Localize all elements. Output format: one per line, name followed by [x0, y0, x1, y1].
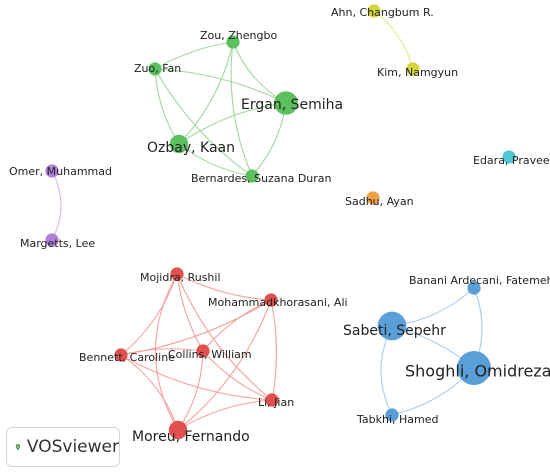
- edge-mohammad-li: [270, 299, 278, 401]
- node-margetts[interactable]: [45, 233, 59, 247]
- node-label-edara: Edara, Praveen: [473, 154, 550, 167]
- edge-bennett-li: [120, 354, 273, 401]
- edge-zuo-bernardes: [154, 68, 253, 177]
- node-label-margetts: Margetts, Lee: [20, 237, 95, 250]
- edge-layer: [51, 10, 483, 431]
- node-label-mojidra: Mojidra, Rushil: [140, 271, 221, 284]
- node-layer: [45, 4, 516, 440]
- vosviewer-logo-text: VOSviewer: [26, 437, 119, 457]
- node-mojidra[interactable]: [170, 267, 184, 281]
- node-label-mohammad: Mohammadkhorasani, Ali: [208, 296, 348, 309]
- node-zuo[interactable]: [148, 62, 162, 76]
- edge-zou-zuo: [154, 41, 234, 70]
- node-ahn[interactable]: [367, 4, 381, 18]
- edge-ahn-kim: [373, 10, 414, 70]
- node-omer[interactable]: [45, 164, 59, 178]
- node-label-tabkhi: Tabkhi, Hamed: [356, 413, 439, 426]
- node-label-shoghli: Shoghli, Omidreza: [405, 362, 550, 381]
- edge-zou-bernardes: [230, 41, 253, 177]
- edge-mojidra-li: [176, 273, 273, 401]
- edge-mojidra-collins: [176, 273, 204, 352]
- vosviewer-logo: VOSviewer: [6, 427, 120, 467]
- node-li[interactable]: [265, 393, 279, 407]
- node-label-moreu: Moreu, Fernando: [132, 429, 250, 445]
- node-ozbay[interactable]: [169, 134, 189, 154]
- node-banani[interactable]: [467, 281, 481, 295]
- node-label-ozbay: Ozbay, Kaan: [147, 140, 235, 156]
- node-label-banani: Banani Ardecani, Fatemeh: [409, 274, 550, 287]
- node-tabkhi[interactable]: [385, 408, 399, 422]
- edge-omer-margetts: [51, 170, 62, 241]
- node-sabeti[interactable]: [377, 311, 407, 341]
- node-label-sadhu: Sadhu, Ayan: [345, 195, 414, 208]
- node-shoghli[interactable]: [457, 351, 491, 385]
- node-kim[interactable]: [406, 62, 420, 76]
- node-bernardes[interactable]: [245, 169, 259, 183]
- edge-collins-li: [202, 350, 273, 401]
- edge-bennett-collins: [120, 348, 204, 356]
- edge-zou-ozbay: [178, 41, 234, 145]
- edge-li-moreu: [177, 399, 273, 431]
- node-label-collins: Collins, William: [168, 348, 252, 361]
- edge-ergan-ozbay: [178, 102, 287, 145]
- node-label-omer: Omer, Muhammad: [9, 165, 112, 178]
- node-label-kim: Kim, Namgyun: [377, 66, 458, 79]
- node-label-ahn: Ahn, Changbum R.: [331, 6, 434, 19]
- node-moreu[interactable]: [168, 420, 188, 440]
- edge-mohammad-collins: [202, 299, 272, 352]
- node-label-zou: Zou, Zhengbo: [200, 29, 277, 42]
- edge-ergan-bernardes: [251, 102, 287, 177]
- node-ergan[interactable]: [274, 91, 298, 115]
- vosviewer-logo-icon: [15, 444, 21, 450]
- node-label-bernardes: Bernardes, Suzana Duran: [191, 172, 332, 185]
- edge-zuo-ozbay: [154, 68, 180, 145]
- edge-bennett-moreu: [120, 354, 179, 431]
- edge-mohammad-moreu: [177, 299, 272, 431]
- node-mohammad[interactable]: [264, 293, 278, 307]
- node-collins[interactable]: [196, 344, 210, 358]
- node-label-bennett: Bennett, Caroline: [79, 351, 175, 364]
- edge-mojidra-bennett: [120, 273, 178, 356]
- edge-mojidra-mohammad: [176, 273, 272, 301]
- node-label-zuo: Zuo, Fan: [134, 62, 181, 75]
- node-edara[interactable]: [502, 150, 516, 164]
- node-label-li: Li, Jian: [258, 396, 294, 409]
- edge-mojidra-moreu: [154, 273, 179, 431]
- edge-zuo-ergan: [154, 68, 287, 104]
- edge-zou-ergan: [232, 41, 287, 104]
- node-sadhu[interactable]: [366, 191, 380, 205]
- node-bennett[interactable]: [114, 348, 128, 362]
- node-label-sabeti: Sabeti, Sepehr: [343, 323, 446, 339]
- node-zou[interactable]: [226, 35, 240, 49]
- node-label-ergan: Ergan, Semiha: [241, 97, 343, 113]
